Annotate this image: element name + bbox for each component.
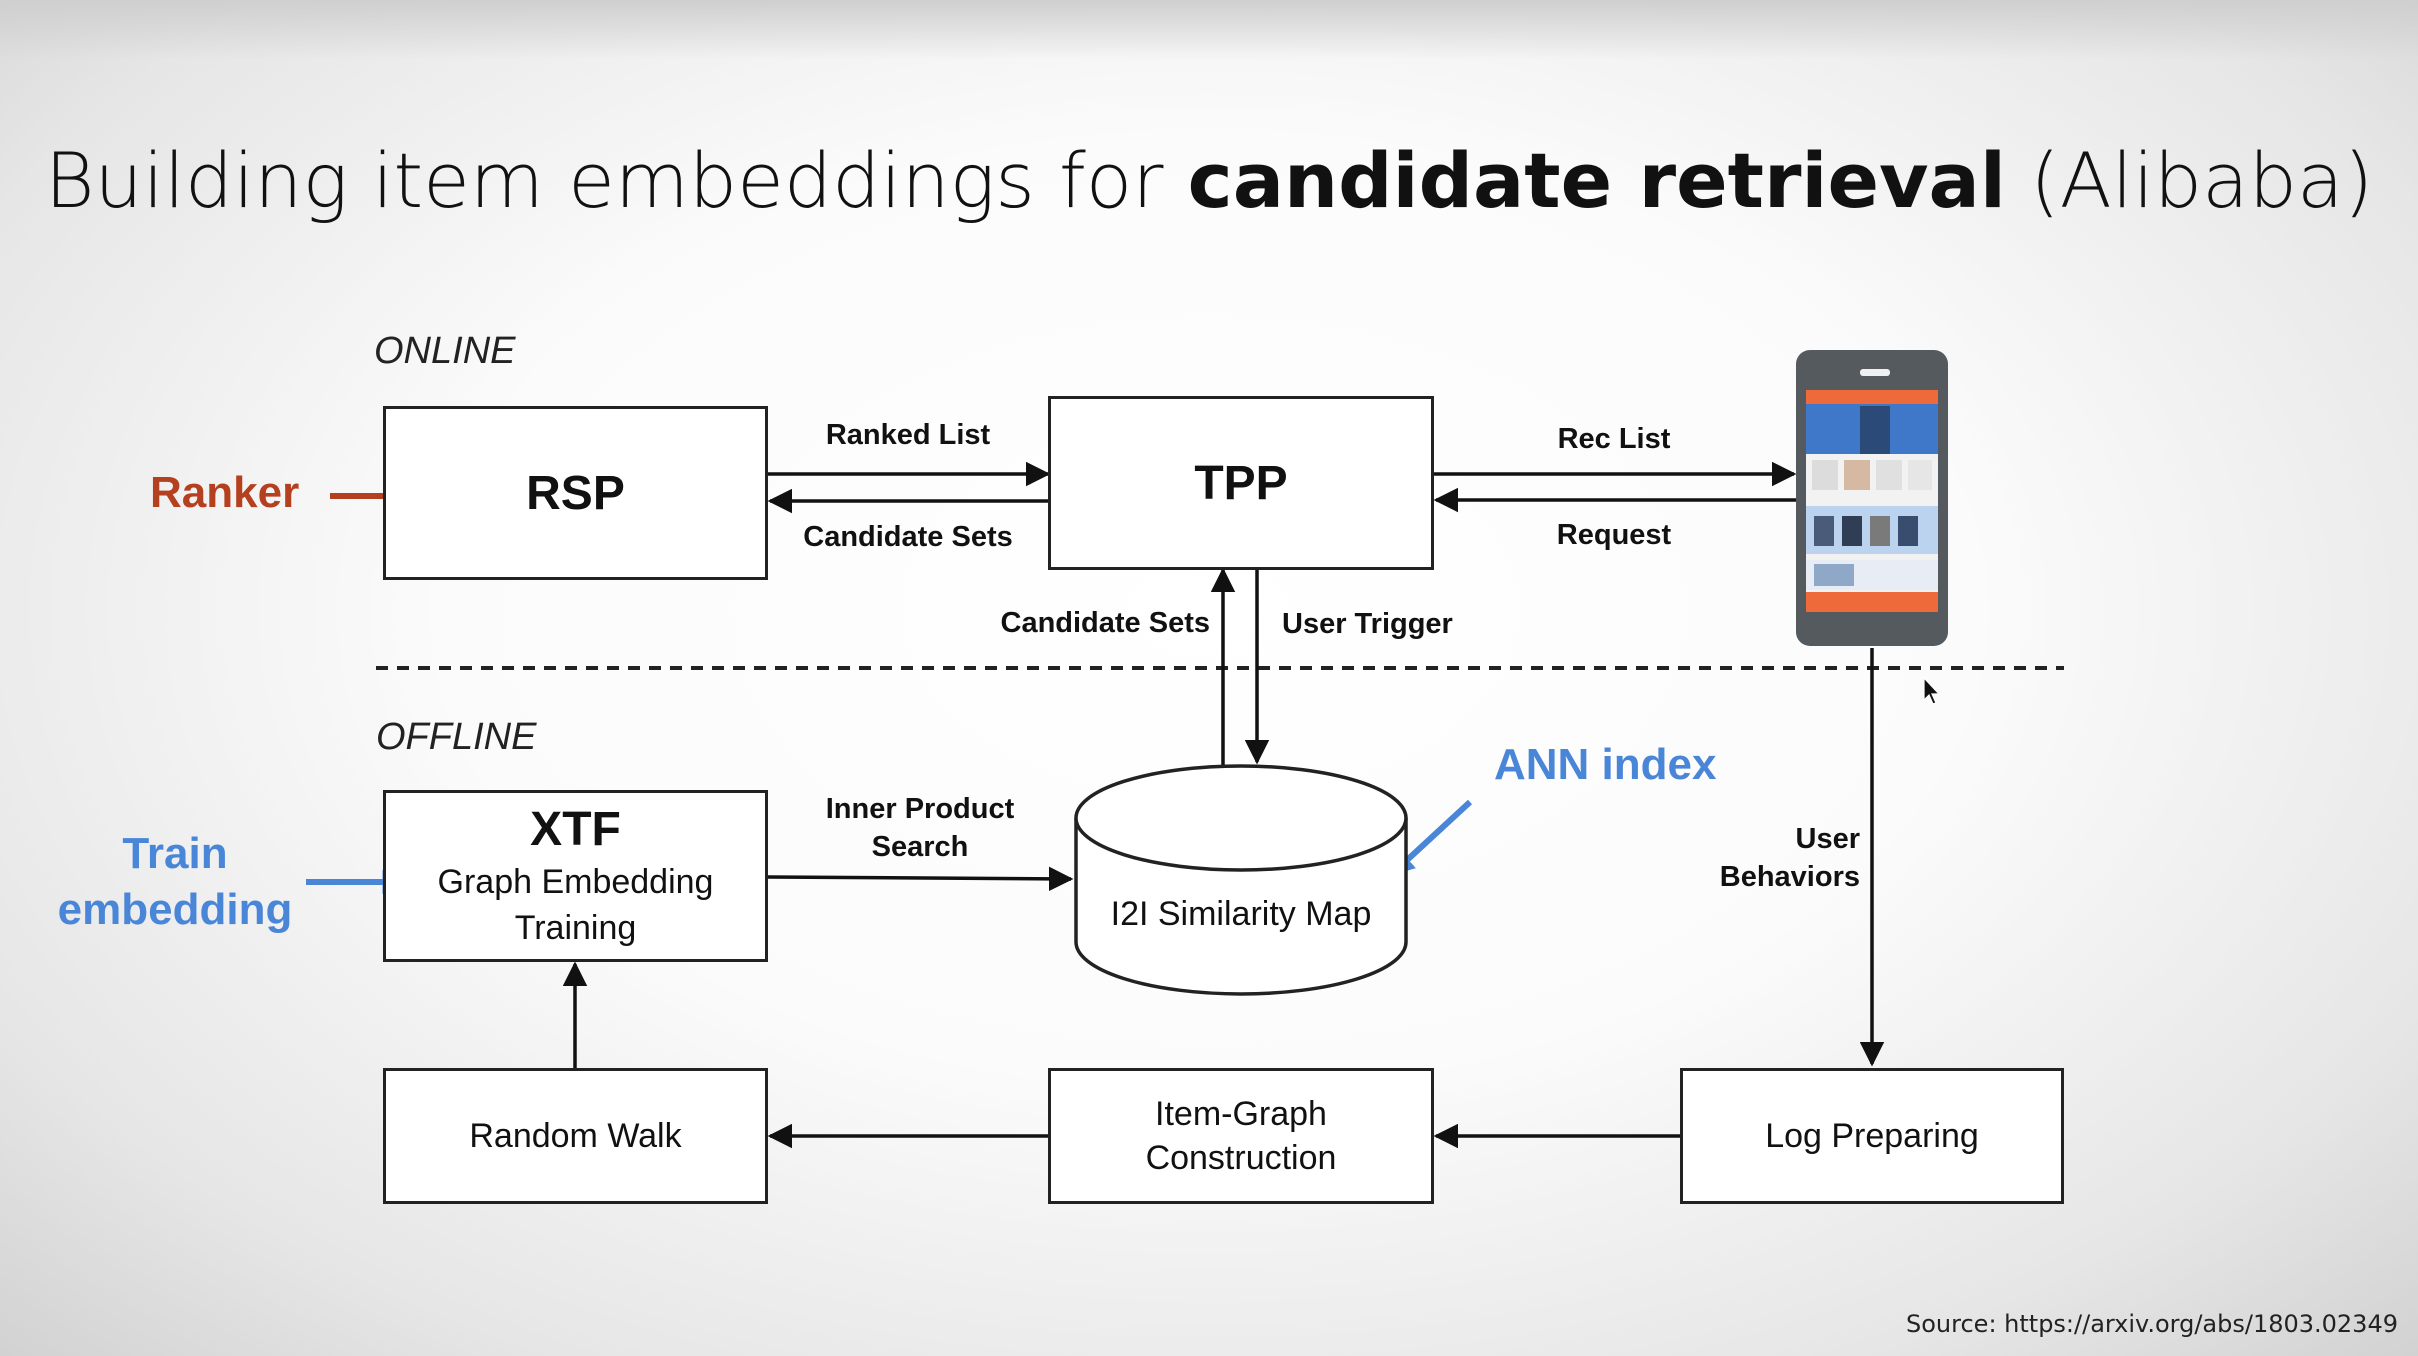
rsp-box: RSP — [383, 406, 768, 580]
top-shade — [0, 0, 2418, 60]
title-bold: candidate retrieval — [1187, 136, 2006, 225]
i2i-label: I2I Similarity Map — [1110, 895, 1372, 933]
title-part1: Building item embeddings for — [44, 136, 1188, 225]
i2i-cylinder — [1074, 764, 1408, 996]
candidate-sets-top-label: Candidate Sets — [803, 521, 1013, 553]
train-embedding-annotation: Train embedding — [40, 826, 310, 938]
log-preparing-label: Log Preparing — [1765, 1117, 1979, 1155]
xtf-box: XTF Graph Embedding Training — [383, 790, 768, 962]
random-walk-box: Random Walk — [383, 1068, 768, 1204]
phone-icon — [1796, 350, 1948, 646]
slide-title: Building item embeddings for candidate r… — [0, 136, 2418, 225]
user-behaviors-label: User Behaviors — [1660, 820, 1860, 896]
inner-product-arrow — [767, 866, 1074, 892]
tpp-label: TPP — [1194, 456, 1288, 510]
candidate-sets-mid-label: Candidate Sets — [1000, 607, 1211, 639]
ranked-list-label: Ranked List — [825, 419, 991, 451]
source-citation: Source: https://arxiv.org/abs/1803.02349 — [1906, 1310, 2398, 1338]
user-behaviors-line1: User — [1795, 823, 1861, 855]
random-walk-label: Random Walk — [469, 1117, 682, 1155]
tpp-box: TPP — [1048, 396, 1434, 570]
train-line2: embedding — [57, 885, 293, 934]
user-trigger-label: User Trigger — [1282, 608, 1453, 640]
item-graph-line2: Construction — [1145, 1139, 1337, 1177]
item-graph-line1: Item-Graph — [1155, 1095, 1327, 1133]
ann-index-annotation: ANN index — [1494, 740, 1717, 789]
request-label: Request — [1556, 519, 1672, 551]
xtf-title: XTF — [530, 803, 621, 856]
inner-product-line2: Search — [871, 831, 969, 863]
offline-label: OFFLINE — [376, 716, 537, 758]
log-preparing-box: Log Preparing — [1680, 1068, 2064, 1204]
rsp-label: RSP — [526, 466, 625, 520]
xtf-line2: Training — [514, 909, 637, 947]
xtf-line1: Graph Embedding — [437, 863, 714, 901]
ranker-annotation: Ranker — [150, 468, 300, 517]
train-line1: Train — [122, 829, 228, 878]
inner-product-line1: Inner Product — [825, 793, 1015, 825]
inner-product-label: Inner Product Search — [790, 790, 1050, 866]
rec-list-label: Rec List — [1557, 423, 1671, 455]
item-graph-box: Item-Graph Construction — [1048, 1068, 1434, 1204]
title-part2: (Alibaba) — [2005, 136, 2374, 225]
online-label: ONLINE — [374, 330, 516, 372]
user-behaviors-line2: Behaviors — [1719, 861, 1860, 893]
